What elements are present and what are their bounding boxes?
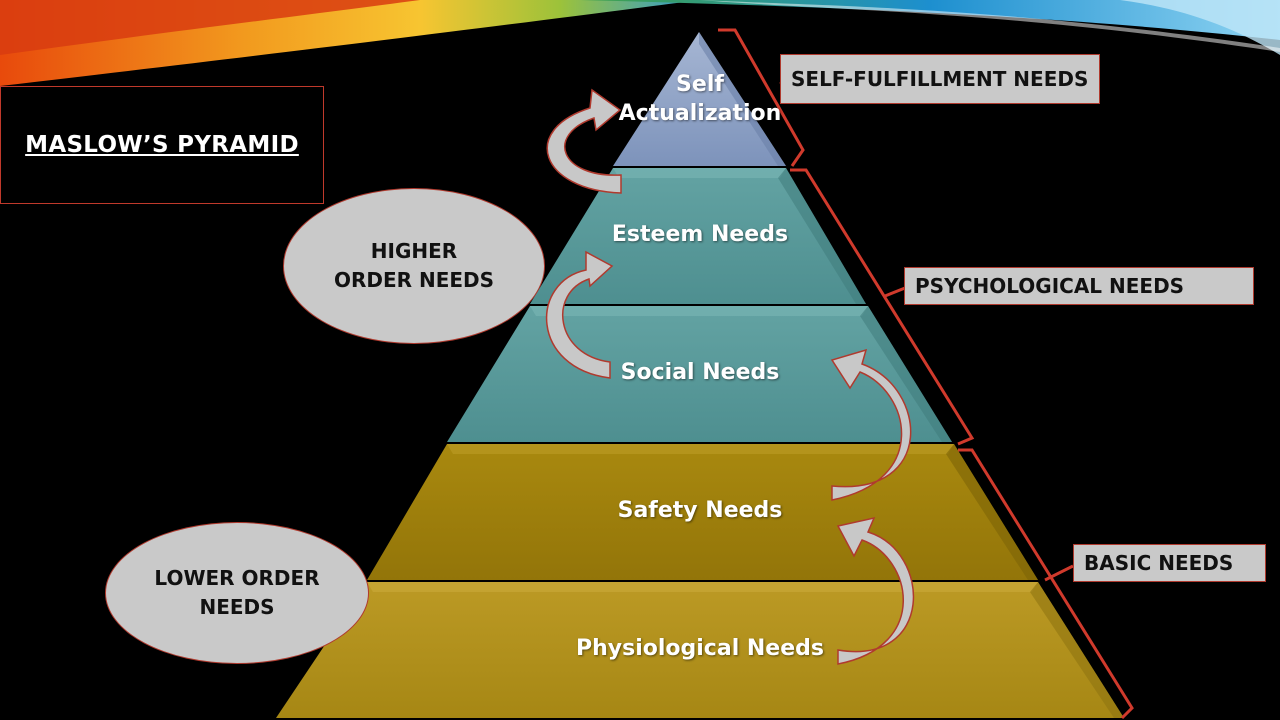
layer-physiological — [276, 582, 1124, 718]
label-self-actualization: Self Actualization — [600, 70, 800, 128]
label-esteem-needs: Esteem Needs — [611, 222, 789, 247]
bracket-basic — [958, 448, 1134, 720]
layer-self-actualization — [613, 32, 786, 166]
layer-social — [447, 306, 952, 442]
higher-order-line2: ORDER NEEDS — [333, 268, 495, 292]
label-safety-needs: Safety Needs — [617, 498, 783, 523]
pyramid — [276, 32, 1124, 718]
bracket-psychological — [790, 168, 975, 446]
oval-lower-order-needs: LOWER ORDER NEEDS — [105, 522, 369, 664]
tag-basic-needs: BASIC NEEDS — [1073, 544, 1266, 582]
oval-higher-order-needs: HIGHER ORDER NEEDS — [283, 188, 545, 344]
header-swoosh-decoration — [0, 0, 1280, 86]
arrow-safety-to-social — [830, 348, 912, 501]
tag-psychological-needs: PSYCHOLOGICAL NEEDS — [904, 267, 1254, 305]
arrow-social-to-esteem — [545, 250, 614, 379]
lower-order-line1: LOWER ORDER — [154, 566, 320, 590]
curved-arrows — [545, 88, 915, 665]
slide-title: MASLOW’S PYRAMID — [25, 132, 299, 158]
label-physiological-needs: Physiological Needs — [575, 636, 824, 661]
arrow-esteem-to-self — [546, 88, 622, 194]
label-actualization: Actualization — [618, 101, 782, 126]
tag-self-fulfillment-needs: SELF-FULFILLMENT NEEDS — [780, 54, 1100, 104]
bracket-self-fulfillment — [718, 28, 805, 167]
layer-safety — [367, 444, 1038, 580]
arrow-physio-to-safety — [836, 516, 915, 665]
higher-order-line1: HIGHER — [370, 239, 458, 263]
title-box: MASLOW’S PYRAMID — [0, 86, 324, 204]
label-social-needs: Social Needs — [620, 360, 780, 385]
lower-order-line2: NEEDS — [199, 595, 275, 619]
category-brackets — [718, 28, 1134, 720]
layer-esteem — [530, 168, 866, 304]
label-self: Self — [676, 72, 724, 97]
